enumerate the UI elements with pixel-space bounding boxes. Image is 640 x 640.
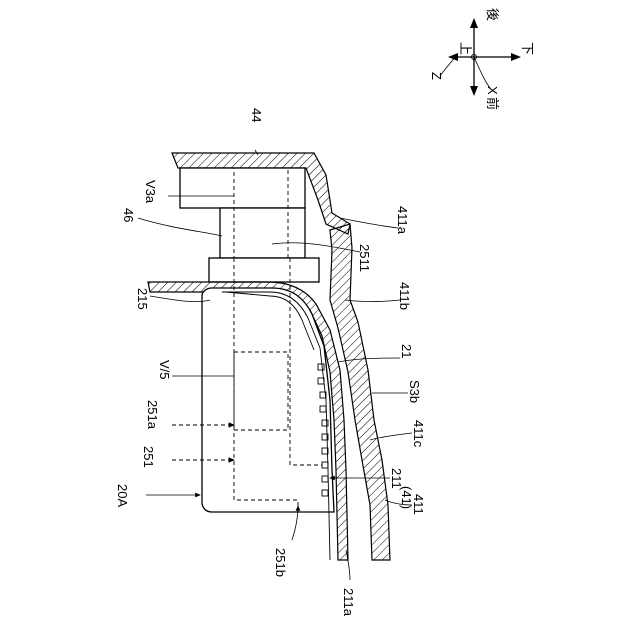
x-axis-leader bbox=[474, 57, 490, 88]
label-251a: 251a bbox=[145, 400, 160, 430]
label-21: 21 bbox=[399, 344, 414, 358]
arrow-down-icon bbox=[511, 53, 521, 61]
label-back: 後 bbox=[485, 8, 500, 21]
label-up: 上 bbox=[458, 42, 473, 55]
label-s3b: S3b bbox=[407, 380, 422, 403]
label-41: (41) bbox=[399, 486, 414, 509]
label-251: 251 bbox=[141, 446, 156, 468]
label-411c: 411c bbox=[411, 420, 426, 448]
arrow-front-icon bbox=[470, 86, 478, 96]
label-front: 前 bbox=[485, 97, 500, 110]
label-211a: 211a bbox=[341, 588, 356, 617]
label-down: 下 bbox=[520, 42, 535, 55]
label-251b: 251b bbox=[273, 548, 288, 577]
label-46: 46 bbox=[121, 208, 136, 222]
label-x: X bbox=[485, 86, 500, 95]
label-411b: 411b bbox=[397, 282, 412, 310]
part-46-block bbox=[180, 168, 319, 282]
label-2511: 2511 bbox=[357, 244, 372, 272]
label-v5: V/5 bbox=[157, 360, 172, 380]
label-v3a: V3a bbox=[143, 180, 158, 204]
arrow-back-icon bbox=[470, 18, 478, 28]
label-44: 44 bbox=[249, 108, 264, 122]
label-20a: 20A bbox=[115, 484, 130, 507]
label-215: 215 bbox=[135, 288, 150, 310]
part-20a-box bbox=[202, 288, 334, 512]
label-411a: 411a bbox=[395, 206, 410, 235]
direction-indicator: 後 上 下 前 X Z bbox=[429, 8, 535, 110]
label-z: Z bbox=[429, 72, 444, 80]
